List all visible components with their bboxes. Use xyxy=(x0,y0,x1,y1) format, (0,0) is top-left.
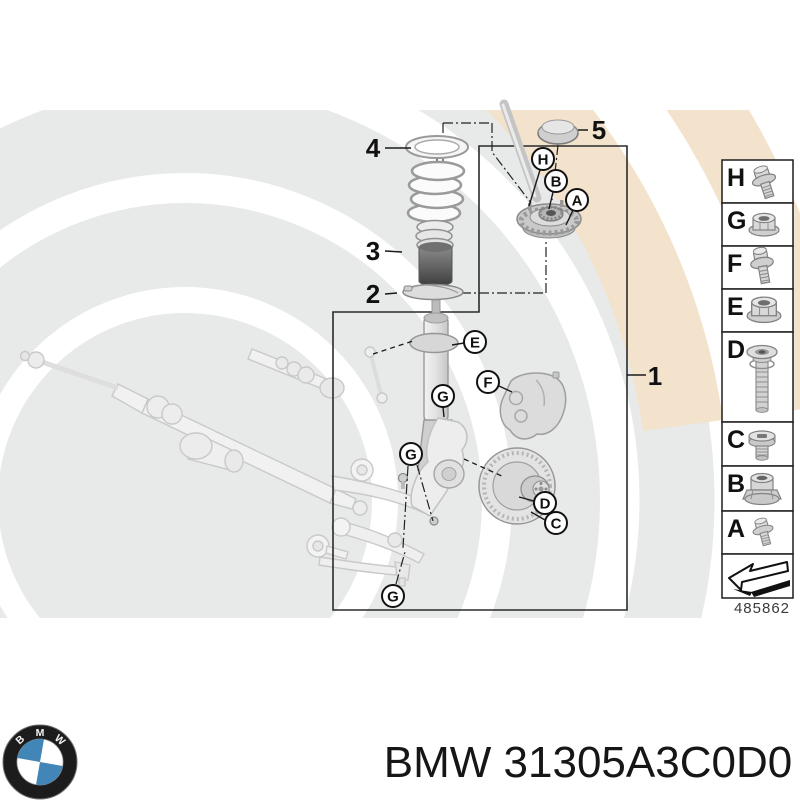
bump-stop-dust-boot xyxy=(415,219,454,287)
leader-lines xyxy=(372,129,646,585)
collar-nut-icon xyxy=(742,472,782,506)
washer-head-long-bolt-icon xyxy=(746,344,778,413)
legend-box-B: B xyxy=(721,465,794,512)
callout-number-3: 3 xyxy=(366,236,380,266)
svg-text:E: E xyxy=(470,335,480,352)
callout-number-4: 4 xyxy=(366,133,381,163)
logo-blue-quadrant xyxy=(36,762,63,785)
callout-letter-G2: G xyxy=(399,442,423,466)
legend-box-A: A xyxy=(721,510,794,555)
stabilizer-link xyxy=(364,346,388,404)
legend-box-H: H xyxy=(721,159,794,204)
callout-letter-F: F xyxy=(476,370,500,394)
watermark-gray-ring xyxy=(418,110,715,618)
svg-text:F: F xyxy=(727,250,742,278)
svg-text:G: G xyxy=(727,207,746,235)
svg-text:E: E xyxy=(727,293,744,321)
svg-text:G: G xyxy=(437,389,449,406)
callout-letter-E: E xyxy=(463,330,487,354)
flange-nut-icon xyxy=(748,212,780,237)
callout-letter-A: A xyxy=(565,188,589,212)
strut-top-mount xyxy=(516,200,582,239)
flange-nut-icon xyxy=(746,296,782,324)
svg-text:B: B xyxy=(551,174,562,191)
svg-text:A: A xyxy=(572,193,583,210)
svg-text:F: F xyxy=(483,375,492,392)
strut-cap xyxy=(537,119,579,145)
drive-axle xyxy=(247,348,345,399)
legend-box-E: E xyxy=(721,288,794,333)
svg-text:G: G xyxy=(405,447,417,464)
control-arms xyxy=(306,458,429,564)
callout-number-5: 5 xyxy=(592,115,606,145)
svg-text:G: G xyxy=(387,589,399,606)
kit-contents-outline-box xyxy=(332,145,628,611)
coil-spring xyxy=(406,160,466,224)
callout-letter-G1: G xyxy=(431,384,455,408)
legend-arrow-box xyxy=(721,553,794,599)
legend-box-F: F xyxy=(721,244,794,290)
callout-number-2: 2 xyxy=(366,279,380,309)
legend-box-D: D xyxy=(721,331,794,423)
numeric-callouts: 1 2 3 4 5 xyxy=(366,115,662,391)
steering-rack xyxy=(19,350,368,516)
bmw-logo: B M W xyxy=(2,724,78,800)
svg-text:C: C xyxy=(727,426,745,454)
callout-letter-B: B xyxy=(544,169,568,193)
logo-letter-m: M xyxy=(36,727,45,739)
legend-box-C: C xyxy=(721,421,794,467)
callout-number-1: 1 xyxy=(648,361,662,391)
svg-text:C: C xyxy=(551,516,562,533)
watermark-gray-disc xyxy=(0,110,625,618)
fastener-legend: H G F E D xyxy=(721,159,794,617)
strut-piston-rod xyxy=(499,99,542,203)
logo-blue-quadrant xyxy=(17,739,44,762)
svg-text:B: B xyxy=(727,470,745,498)
svg-text:D: D xyxy=(540,496,551,513)
page-turn-arrow-icon xyxy=(728,561,790,597)
spring-upper-plate xyxy=(405,135,469,159)
svg-text:H: H xyxy=(538,152,549,169)
svg-text:D: D xyxy=(727,336,745,364)
legend-box-G: G xyxy=(721,202,794,247)
letter-callouts: H B A E F G G G xyxy=(381,147,589,608)
orange-swoosh-band xyxy=(486,110,723,431)
svg-text:H: H xyxy=(727,164,745,192)
brake-caliper xyxy=(499,371,567,440)
spring-pad xyxy=(402,283,464,301)
callout-letter-D: D xyxy=(533,491,557,515)
callout-letter-C: C xyxy=(544,511,568,535)
callout-letter-H: H xyxy=(531,147,555,171)
svg-text:A: A xyxy=(727,515,745,543)
part-number-caption: BMW 31305A3C0D0 xyxy=(384,738,792,787)
callout-letter-G3: G xyxy=(381,584,405,608)
drawing-number: 485862 xyxy=(734,600,790,617)
screw-plug-icon xyxy=(748,430,776,461)
